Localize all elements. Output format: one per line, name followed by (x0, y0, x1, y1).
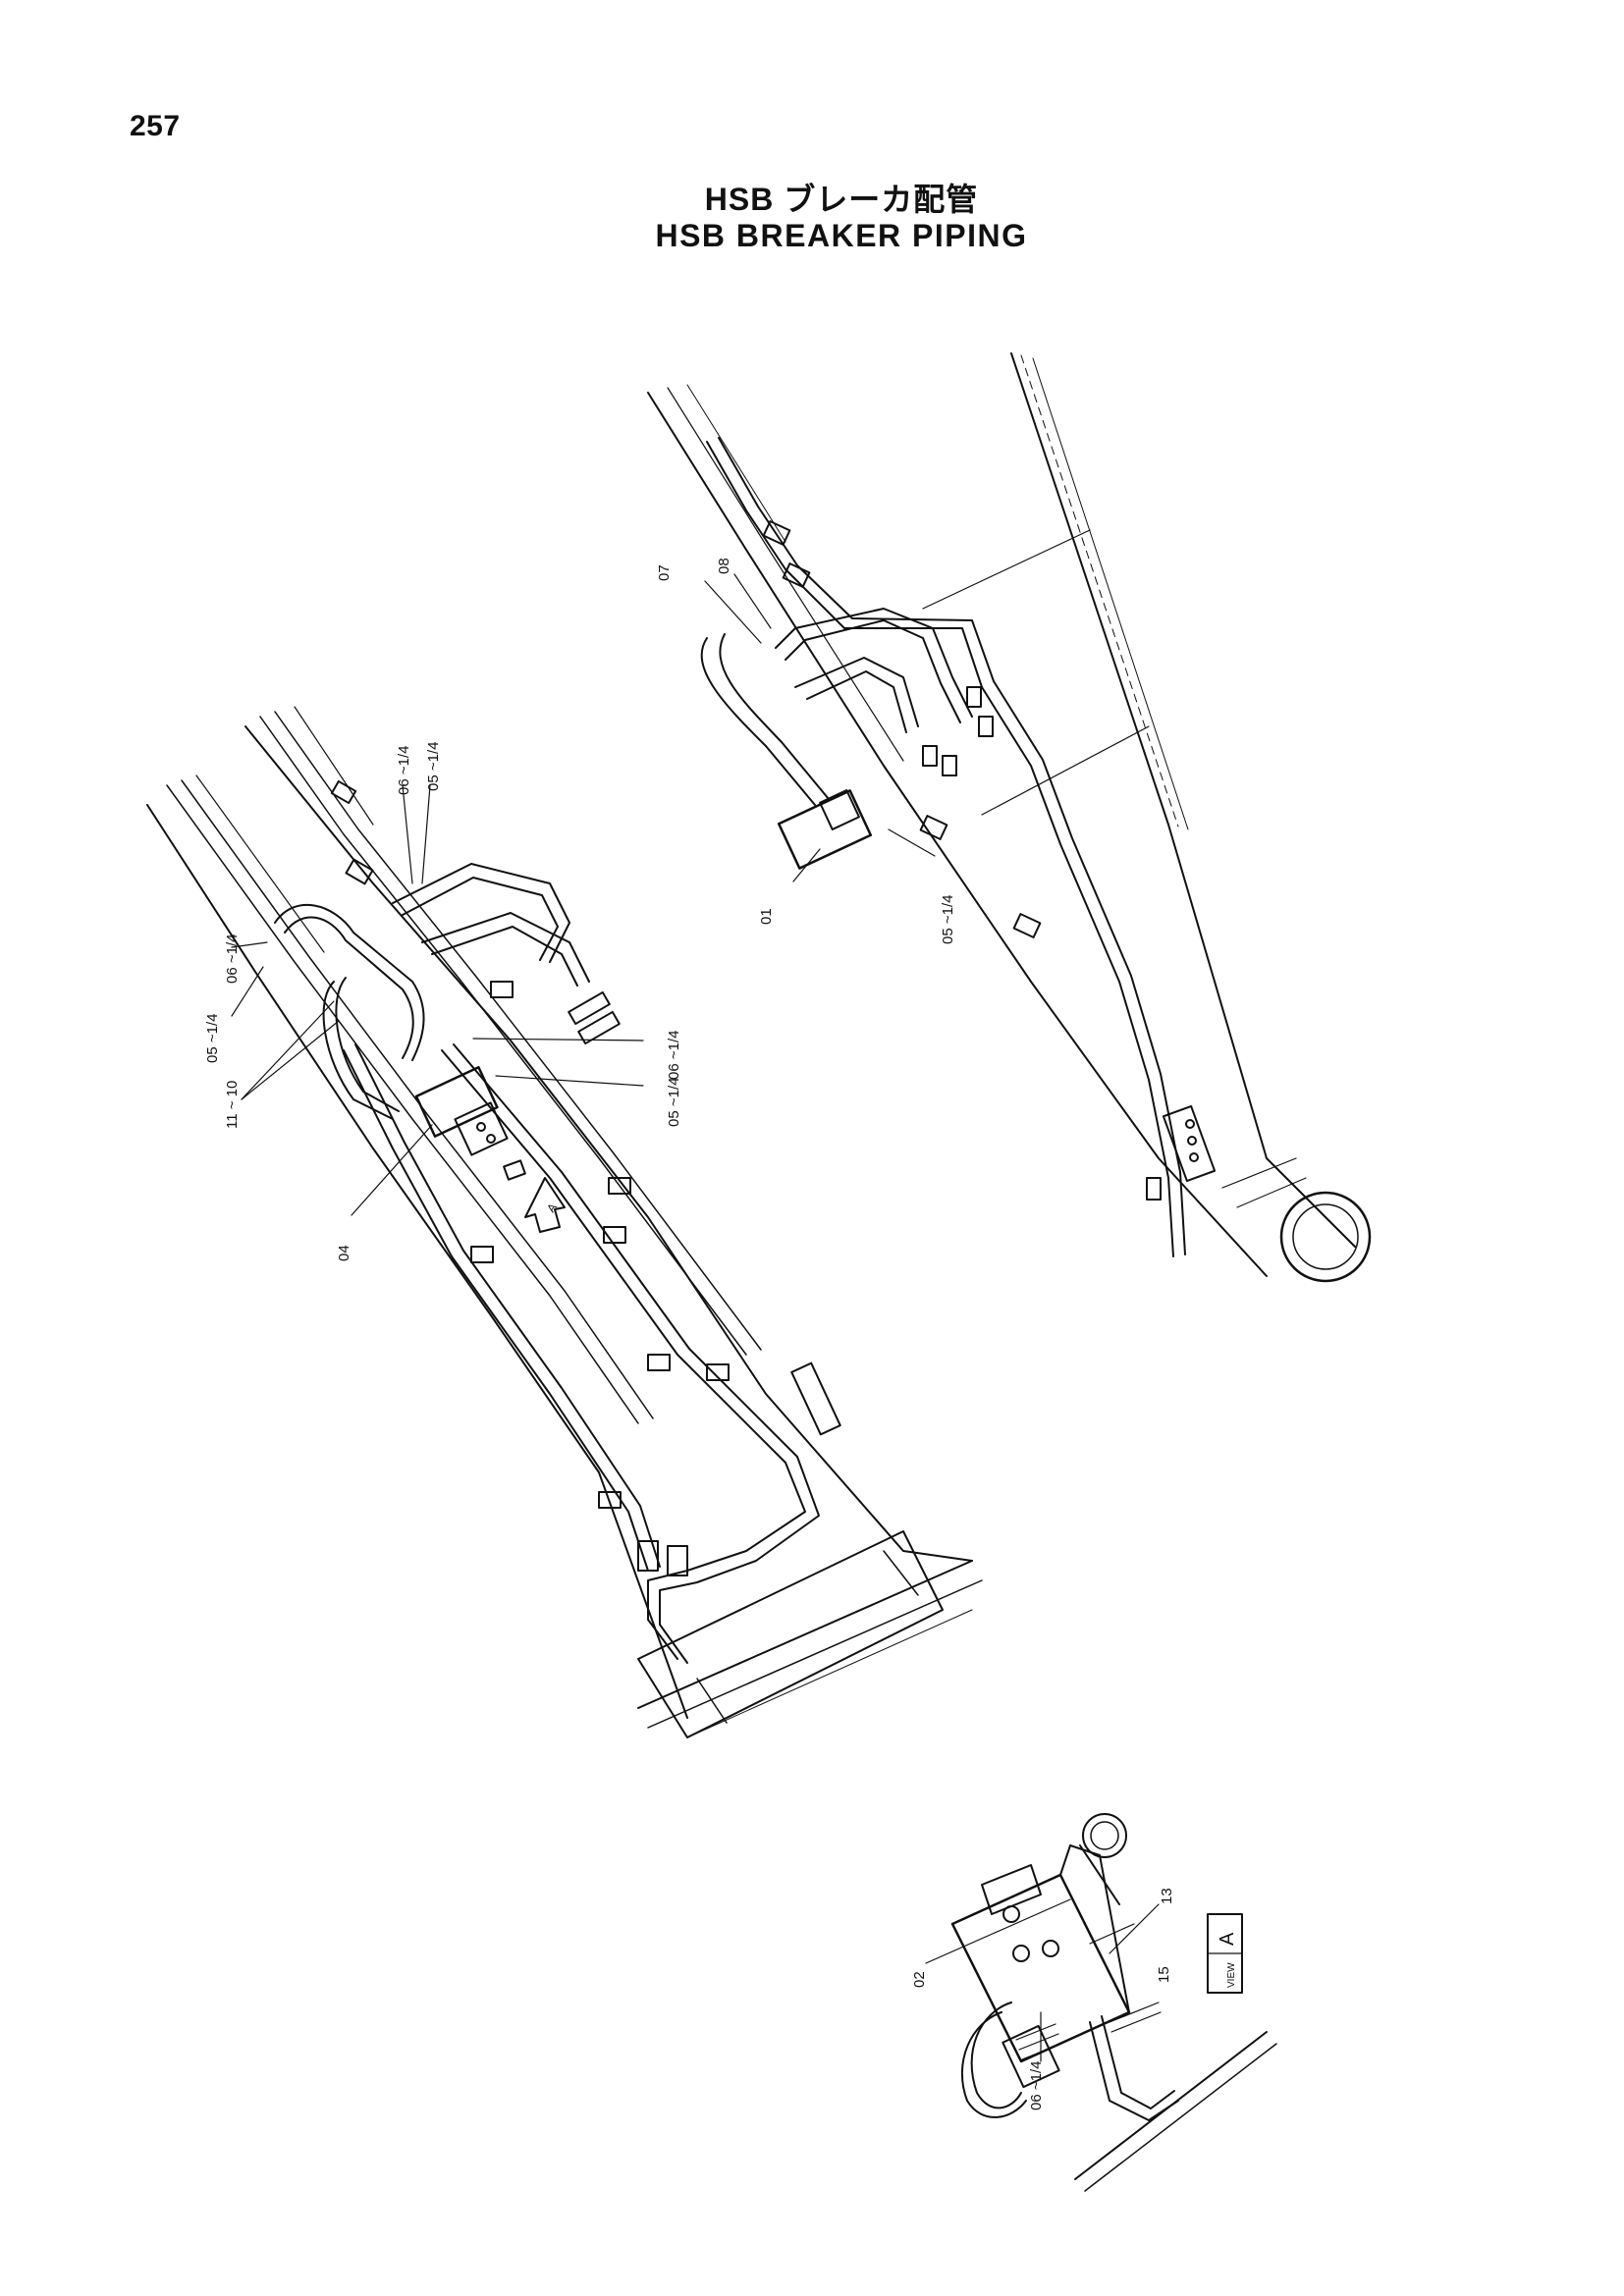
arrow-a-letter: A (544, 1201, 560, 1215)
callout-01: 01 (758, 908, 775, 925)
right-hose (700, 637, 816, 806)
view-a-arrow (524, 1177, 566, 1233)
right-boom-lower-edge (647, 392, 1268, 1277)
callout-05-mid: 05 ~1/4 (666, 1078, 682, 1127)
callout-06-top: 06 ~1/4 (396, 746, 412, 795)
left-boom-upper-edge (244, 725, 973, 1562)
right-boom-assembly (647, 352, 1372, 1283)
view-a-small-label: VIEW (1226, 1962, 1237, 1988)
title-english: HSB BREAKER PIPING (655, 218, 1028, 253)
callout-02: 02 (911, 1971, 928, 1988)
left-boom-end (637, 1530, 944, 1738)
left-return-pipe (441, 1049, 806, 1660)
page-number: 257 (130, 110, 181, 142)
callout-13: 13 (1159, 1888, 1175, 1904)
callout-labels: 07 08 01 05 ~1/4 06 ~1/4 05 ~1/4 06 ~1/4… (204, 558, 1175, 2110)
callout-05-top: 05 ~1/4 (425, 742, 442, 791)
callout-07: 07 (656, 564, 673, 581)
view-a-letter: A (1217, 1932, 1238, 1946)
left-boom-assembly (146, 706, 983, 1738)
callout-11-10: 11 ~ 10 (224, 1081, 241, 1129)
callout-06-bottom: 06 ~1/4 (1028, 2061, 1045, 2110)
callout-04: 04 (336, 1245, 352, 1261)
valve-04 (414, 1066, 499, 1138)
right-boom-upper-edge (1010, 352, 1356, 1248)
callout-06-mid: 06 ~1/4 (666, 1031, 682, 1080)
right-pipe-a (706, 441, 1174, 1257)
callout-06-left: 06 ~1/4 (224, 934, 241, 984)
callout-15: 15 (1156, 1966, 1172, 1983)
detail-view-a: VIEW A (950, 1813, 1277, 2192)
valve-01 (777, 789, 873, 870)
title-japanese: HSB ブレーカ配管 (704, 182, 979, 217)
callout-05-left: 05 ~1/4 (204, 1014, 221, 1063)
callout-08: 08 (716, 558, 732, 574)
left-hose-loop (274, 904, 425, 1061)
callout-05-right: 05 ~1/4 (940, 895, 956, 944)
leader-lines (231, 573, 1160, 2062)
boom-foot-pin (1279, 1191, 1372, 1283)
